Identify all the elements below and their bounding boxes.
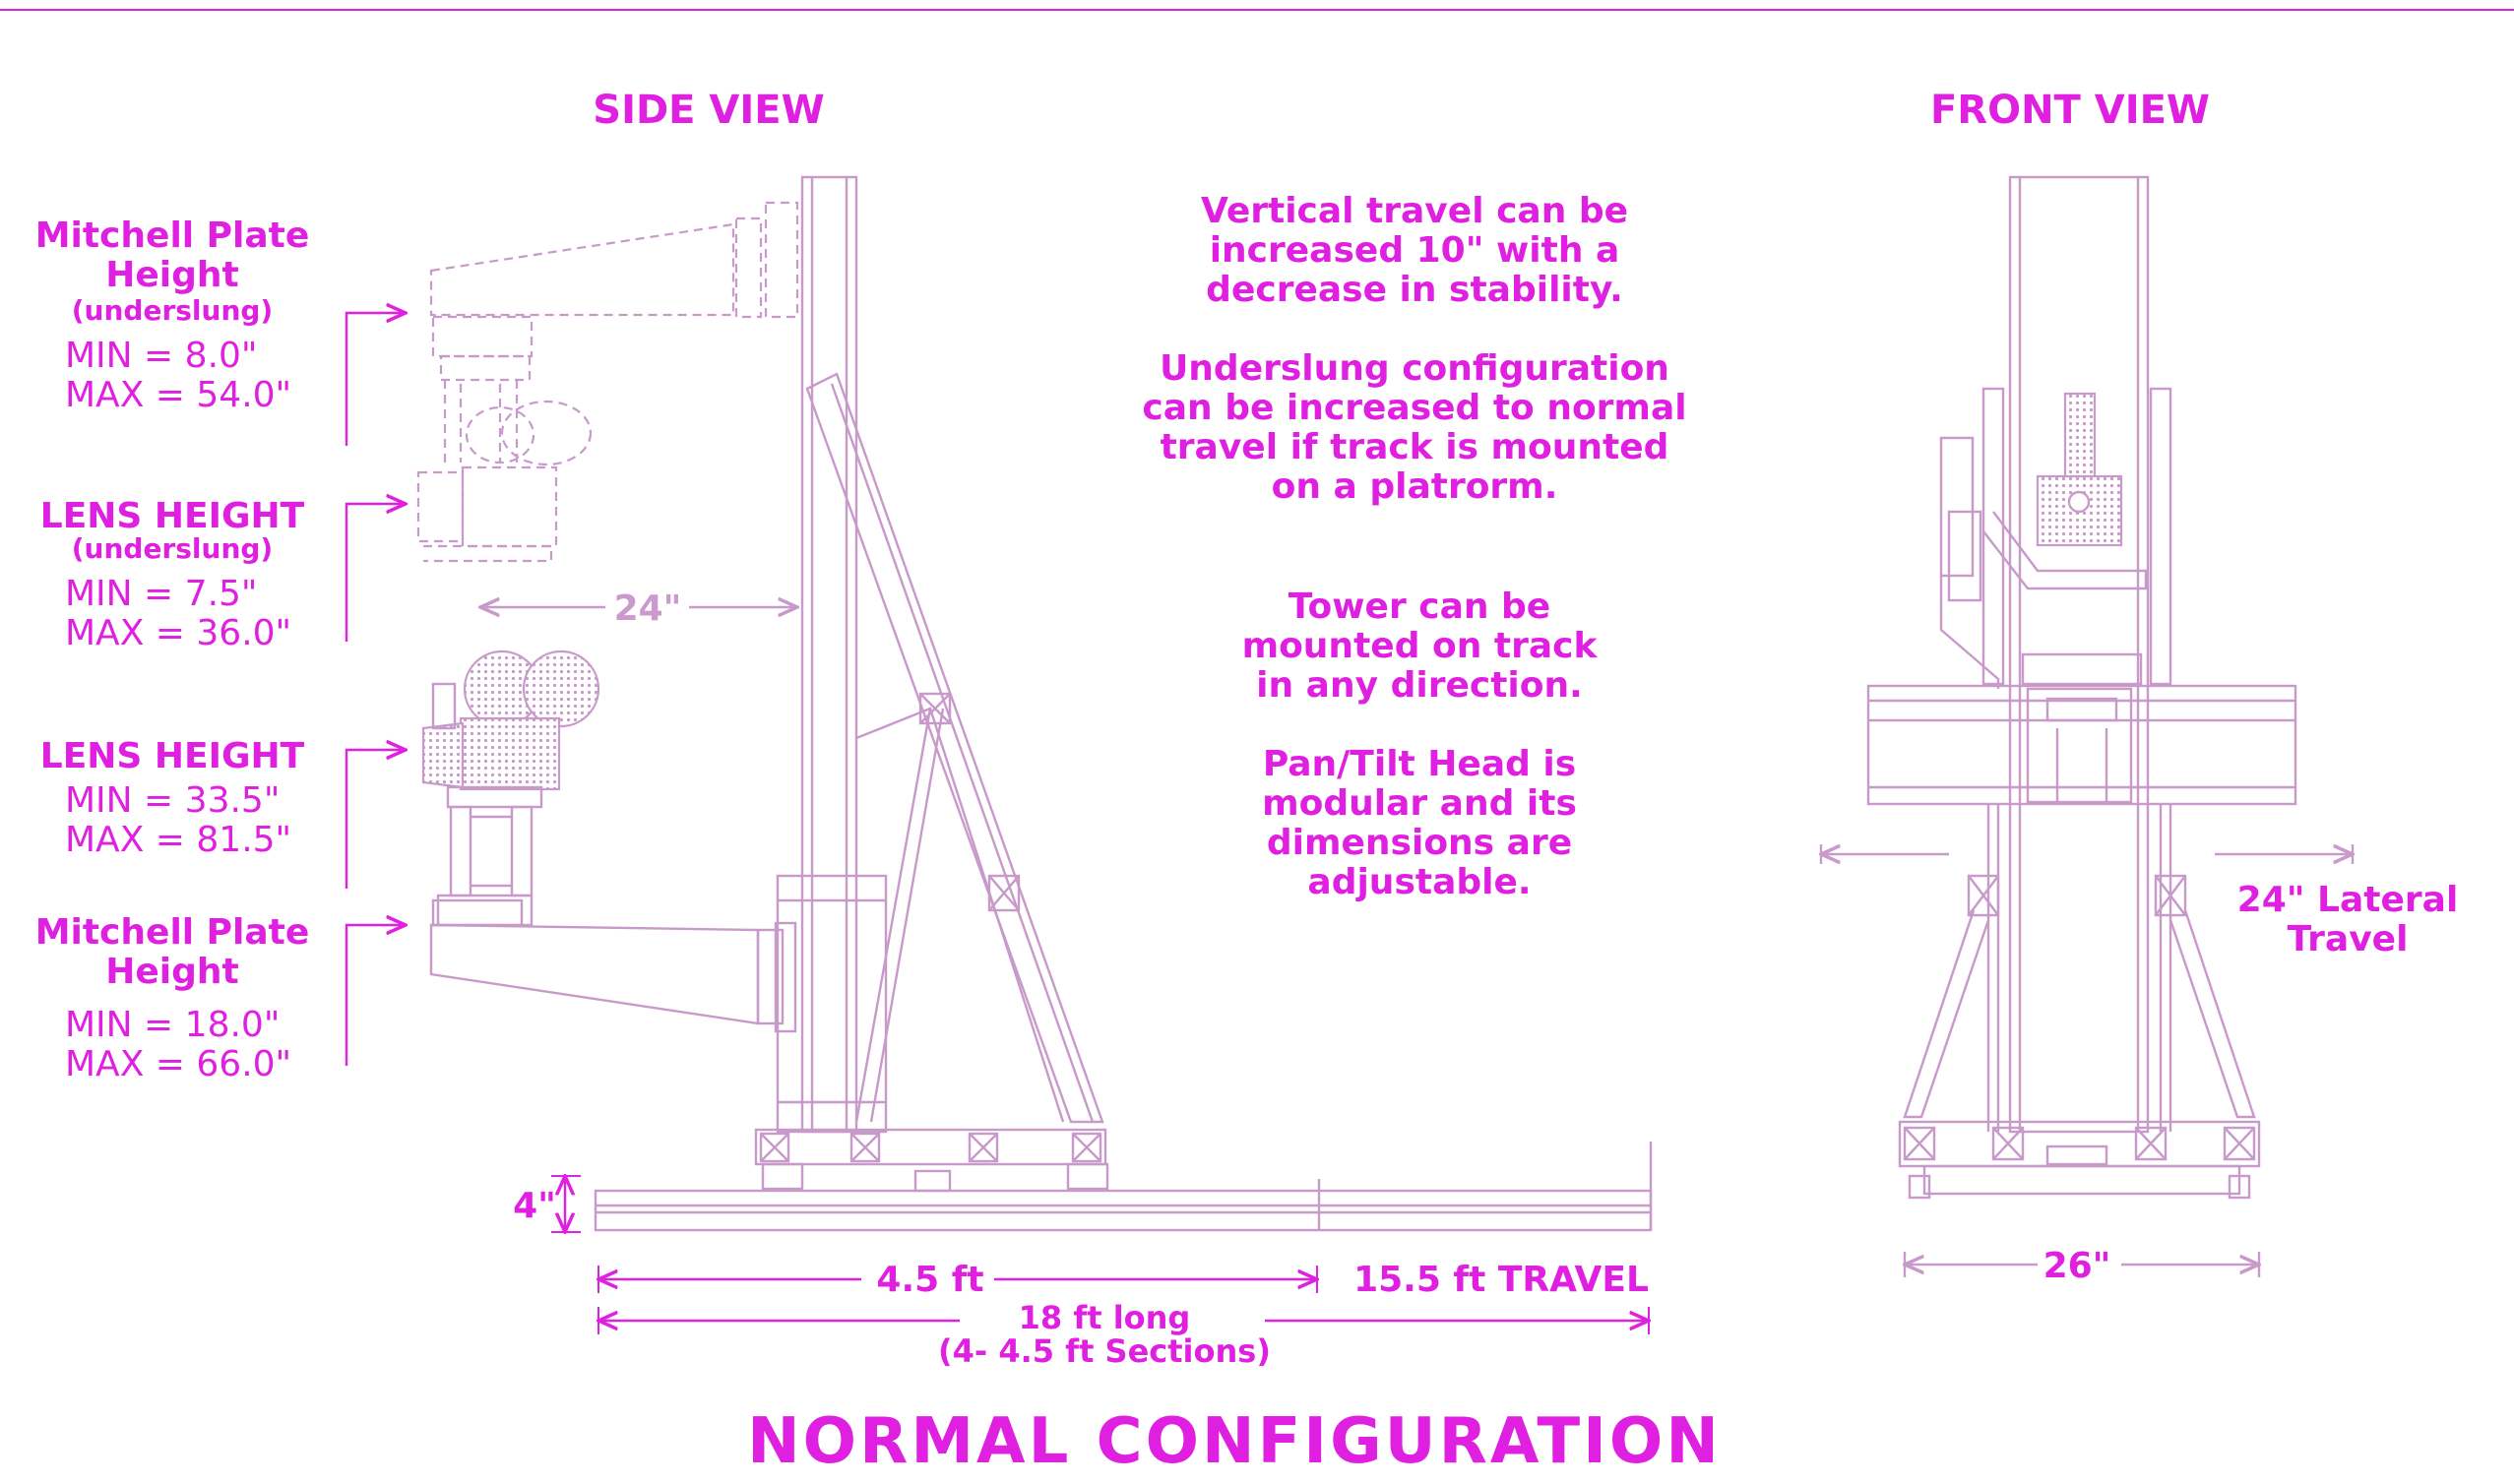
base-frame — [754, 1128, 1107, 1166]
note-line: modular and its — [1262, 783, 1577, 824]
track — [594, 1189, 1653, 1232]
track-height-dim: 4" — [513, 1186, 556, 1226]
label-sub: (underslung) — [72, 294, 273, 327]
note-line: Vertical travel can be — [1201, 191, 1628, 231]
label-min: MIN = 18.0" — [65, 1005, 280, 1045]
lateral-travel-line-2: Travel — [2288, 919, 2409, 959]
note-underslung: Underslung configuration can be increase… — [1142, 348, 1686, 507]
label-title-line-1: Mitchell Plate — [35, 912, 310, 953]
note-line: travel if track is mounted — [1161, 427, 1669, 467]
label-lens-height: LENS HEIGHT MIN = 33.5" MAX = 81.5" — [40, 736, 305, 860]
label-max: MAX = 36.0" — [65, 613, 291, 653]
label-lens-height-underslung: LENS HEIGHT (underslung) MIN = 7.5" MAX … — [40, 496, 305, 653]
note-line: on a platrorm. — [1272, 466, 1558, 507]
note-line: mounted on track — [1242, 626, 1599, 666]
front-view-title: FRONT VIEW — [1930, 88, 2210, 133]
front-tower-column — [2008, 175, 2150, 1134]
label-mitchell-plate-underslung: Mitchell Plate Height (underslung) MIN =… — [35, 216, 310, 415]
note-line: Underslung configuration — [1160, 348, 1669, 389]
label-sub: (underslung) — [72, 532, 273, 565]
track-length-line-2: (4- 4.5 ft Sections) — [938, 1332, 1271, 1370]
lateral-crossbar — [1866, 684, 2297, 806]
label-title-line-2: Height — [105, 255, 239, 295]
note-line: in any direction. — [1256, 665, 1583, 706]
travel-dim: 15.5 ft TRAVEL — [1353, 1260, 1649, 1300]
lateral-travel-line-1: 24" Lateral — [2237, 880, 2459, 920]
label-min: MIN = 7.5" — [65, 574, 257, 614]
carriage — [776, 874, 888, 1134]
note-line: decrease in stability. — [1206, 270, 1623, 310]
note-line: adjustable. — [1307, 862, 1531, 902]
label-title-line-2: Height — [105, 952, 239, 992]
label-title-line-1: Mitchell Plate — [35, 216, 310, 256]
note-vertical-travel: Vertical travel can be increased 10" wit… — [1201, 191, 1628, 310]
camera-arm — [429, 923, 760, 1025]
note-pan-tilt-head: Pan/Tilt Head is modular and its dimensi… — [1262, 744, 1577, 902]
movie-camera-underslung-icon — [416, 201, 799, 563]
label-min: MIN = 8.0" — [65, 336, 257, 376]
label-min: MIN = 33.5" — [65, 780, 280, 821]
configuration-title: NORMAL CONFIGURATION — [747, 1405, 1722, 1478]
tower-brace — [805, 372, 1104, 1124]
section-length-dim: 4.5 ft — [876, 1260, 983, 1300]
note-tower-mounting: Tower can be mounted on track in any dir… — [1242, 587, 1599, 706]
label-title-line-1: LENS HEIGHT — [40, 736, 305, 776]
label-mitchell-plate: Mitchell Plate Height MIN = 18.0" MAX = … — [35, 912, 310, 1084]
track-length-line-1: 18 ft long — [1019, 1299, 1191, 1336]
label-title-line-1: LENS HEIGHT — [40, 496, 305, 536]
front-view-drawing: 24" Lateral Travel 26" — [1821, 175, 2459, 1286]
label-leaders — [345, 313, 406, 1066]
note-line: Pan/Tilt Head is — [1263, 744, 1576, 784]
base-width-dim: 26" — [2043, 1246, 2111, 1286]
side-view-title: SIDE VIEW — [593, 88, 824, 133]
side-view-drawing: 24" — [416, 175, 1653, 1370]
note-line: Tower can be — [1288, 587, 1550, 627]
label-max: MAX = 81.5" — [65, 820, 291, 860]
label-max: MAX = 66.0" — [65, 1044, 291, 1084]
tower-column — [800, 175, 858, 1134]
note-line: dimensions are — [1267, 823, 1572, 863]
note-line: increased 10" with a — [1210, 230, 1620, 271]
label-max: MAX = 54.0" — [65, 375, 291, 415]
movie-camera-icon — [421, 649, 600, 927]
note-line: can be increased to normal — [1142, 388, 1686, 428]
front-base — [1898, 1120, 2261, 1168]
notes: Vertical travel can be increased 10" wit… — [1142, 191, 1686, 902]
arm-reach-dim: 24" — [614, 588, 682, 629]
